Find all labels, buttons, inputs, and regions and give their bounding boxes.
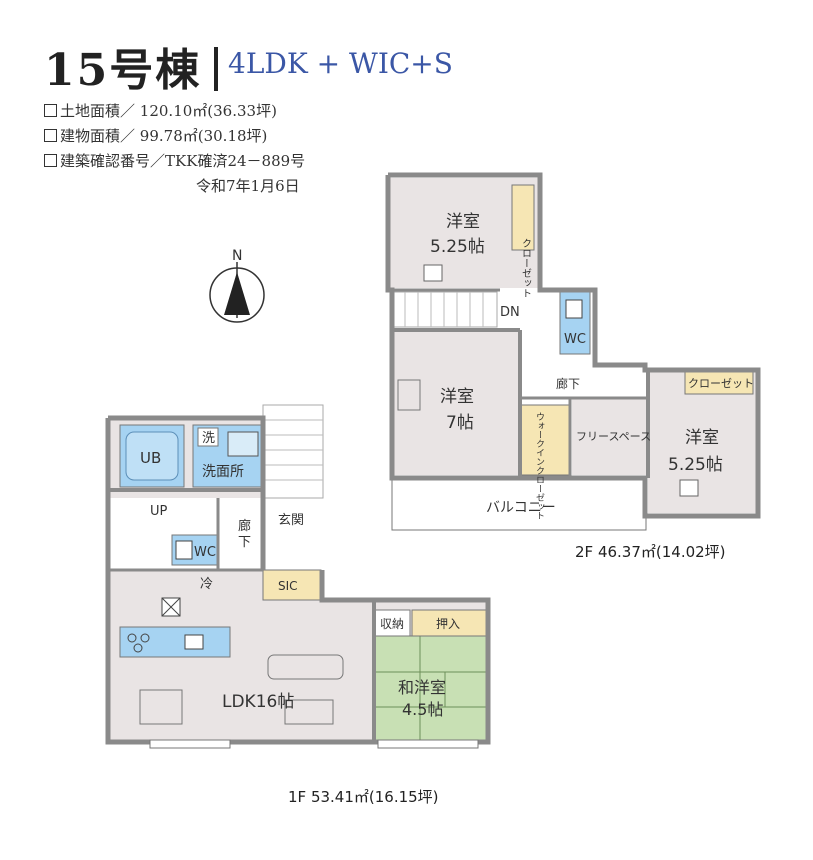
toilet-icon	[565, 299, 583, 319]
sink-icon	[227, 431, 259, 457]
closet1-label: クローゼット	[520, 238, 532, 298]
checkbox-icon	[44, 104, 57, 117]
page-title: 15号棟	[44, 45, 202, 96]
walkin-closet	[519, 404, 571, 476]
checkbox-icon	[44, 129, 57, 142]
room2	[392, 330, 520, 475]
closet3-label: クローゼット	[688, 377, 754, 390]
room-label-hall-2: 下	[238, 535, 251, 550]
storage-closet	[373, 609, 411, 637]
layout-type: 4LDK + WIC+S	[228, 47, 453, 80]
balcony	[391, 477, 647, 531]
room-label-room3: 洋室	[685, 428, 719, 448]
kitchen-counter	[119, 626, 231, 658]
oshiire-closet	[411, 609, 489, 637]
shoe-closet	[262, 569, 322, 601]
wic-label: ウォークインクローゼット	[534, 412, 545, 520]
window	[377, 739, 479, 749]
desk-chair-icon	[423, 264, 443, 282]
room-size-room1: 5.25帖	[430, 237, 485, 257]
room-label-storage: 収納	[380, 617, 404, 631]
tatami-room	[373, 635, 489, 743]
room-label-wash: 洗	[202, 431, 215, 446]
kitchen-sink-icon	[184, 634, 204, 650]
balcony-label: バルコニー	[486, 500, 556, 516]
floor-2: 洋室 5.25帖 クローゼット DN WC 洋室 7帖 ウォークインクローゼット…	[385, 172, 761, 531]
dining-table-icon	[139, 689, 183, 725]
washer-icon	[197, 427, 219, 447]
floor1-area-label: 1F 53.41㎡(16.15坪)	[288, 788, 439, 806]
compass-label: N	[232, 248, 242, 264]
spec-row-land: 土地面積／ 120.10㎡(36.33坪)	[44, 100, 277, 121]
spec-value: 99.78㎡(30.18坪)	[139, 127, 268, 145]
compass: N	[209, 248, 265, 323]
room-label-washroom: 洗面所	[202, 464, 244, 480]
free-space	[572, 398, 648, 475]
checkbox-icon	[44, 154, 57, 167]
room-label-ub: UB	[140, 449, 161, 467]
free-space-label: フリースペース	[576, 430, 651, 443]
permit-date: 令和7年1月6日	[196, 177, 300, 195]
room-label-sic: SIC	[278, 579, 298, 593]
stair-label-up: UP	[150, 504, 168, 519]
bed-icon	[397, 379, 421, 411]
coffee-table-icon	[284, 699, 334, 725]
spec-row-building: 建物面積／ 99.78㎡(30.18坪)	[44, 125, 267, 146]
floor-1: UB 洗 洗面所 UP WC 廊 下 玄関 SIC 冷 LDK16帖 収納 押入…	[105, 404, 491, 749]
closet1	[511, 184, 535, 251]
spec-row-permit: 建築確認番号／TKK確済24－889号	[44, 150, 305, 171]
spec-label: 建物面積	[60, 127, 121, 145]
fridge-label: 冷	[200, 577, 213, 592]
hall-label-2f: 廊下	[556, 376, 580, 391]
window	[149, 739, 231, 749]
north-arrow-icon	[224, 272, 250, 315]
spec-label: 建築確認番号	[60, 152, 151, 170]
room-label-entrance: 玄関	[278, 513, 304, 528]
stair-label-dn: DN	[500, 305, 520, 320]
desk-chair-icon	[679, 479, 699, 497]
bathtub-icon	[125, 431, 179, 481]
spec-value: 120.10㎡(36.33坪)	[139, 102, 277, 120]
spec-label: 土地面積	[60, 102, 121, 120]
room-label-washitsu: 和洋室	[398, 678, 446, 697]
room-size-room2: 7帖	[446, 413, 474, 433]
spec-value: TKK確済24－889号	[165, 152, 306, 170]
room-label-ldk: LDK16帖	[222, 692, 294, 712]
room-label-wc: WC	[194, 545, 216, 560]
entrance-area	[263, 498, 323, 570]
porch-steps	[262, 404, 324, 499]
room-size-washitsu: 4.5帖	[402, 700, 443, 719]
room-label-room1: 洋室	[446, 212, 480, 232]
room-label-room2: 洋室	[440, 387, 474, 407]
title-divider	[214, 47, 218, 91]
room-size-room3: 5.25帖	[668, 455, 723, 475]
toilet-icon	[175, 540, 193, 560]
sofa-icon	[267, 654, 344, 680]
room-label-hall-1: 廊	[238, 518, 251, 534]
room-label-wc-2f: WC	[564, 332, 586, 347]
room-label-oshiire: 押入	[436, 617, 460, 631]
hall-area	[218, 498, 263, 570]
floor2-area-label: 2F 46.37㎡(14.02坪)	[575, 543, 726, 561]
